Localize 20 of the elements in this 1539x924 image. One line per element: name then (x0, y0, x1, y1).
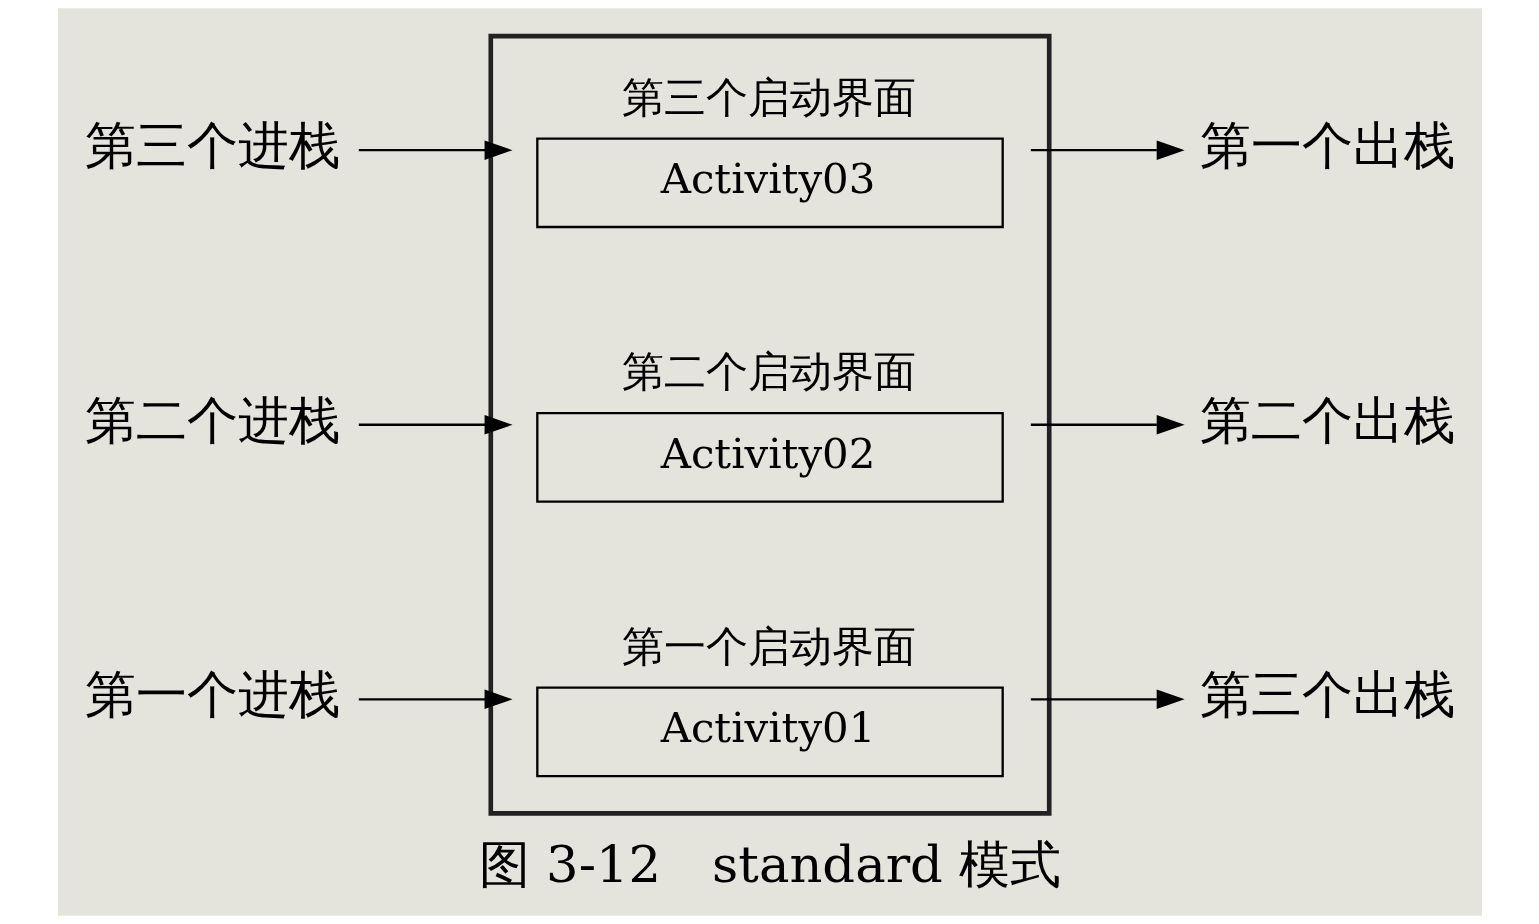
node-text: 第二个进栈 (84, 389, 340, 450)
node-text: 第三个出栈 (1199, 664, 1455, 725)
arrow (1030, 415, 1185, 435)
node-label: 第一个启动界面 (621, 621, 916, 671)
arrow (358, 415, 513, 435)
node-box: Activity03 (535, 137, 1004, 229)
node-label: 第二个启动界面 (621, 347, 916, 397)
node-label: 第三个启动界面 (621, 72, 916, 122)
cluster (487, 33, 1052, 816)
arrow (1030, 689, 1185, 710)
node-text: 第一个出栈 (1199, 115, 1455, 176)
node-text: 第一个进栈 (84, 664, 340, 725)
node-text: 第二个出栈 (1199, 389, 1455, 450)
caption: 图 3-12 standard 模式 (478, 834, 1061, 895)
arrow (358, 689, 513, 710)
arrow (1030, 140, 1185, 160)
arrow (358, 140, 513, 160)
node-text: 第三个进栈 (84, 115, 340, 176)
node-box: Activity01 (535, 686, 1004, 778)
node-box: Activity02 (535, 411, 1004, 503)
